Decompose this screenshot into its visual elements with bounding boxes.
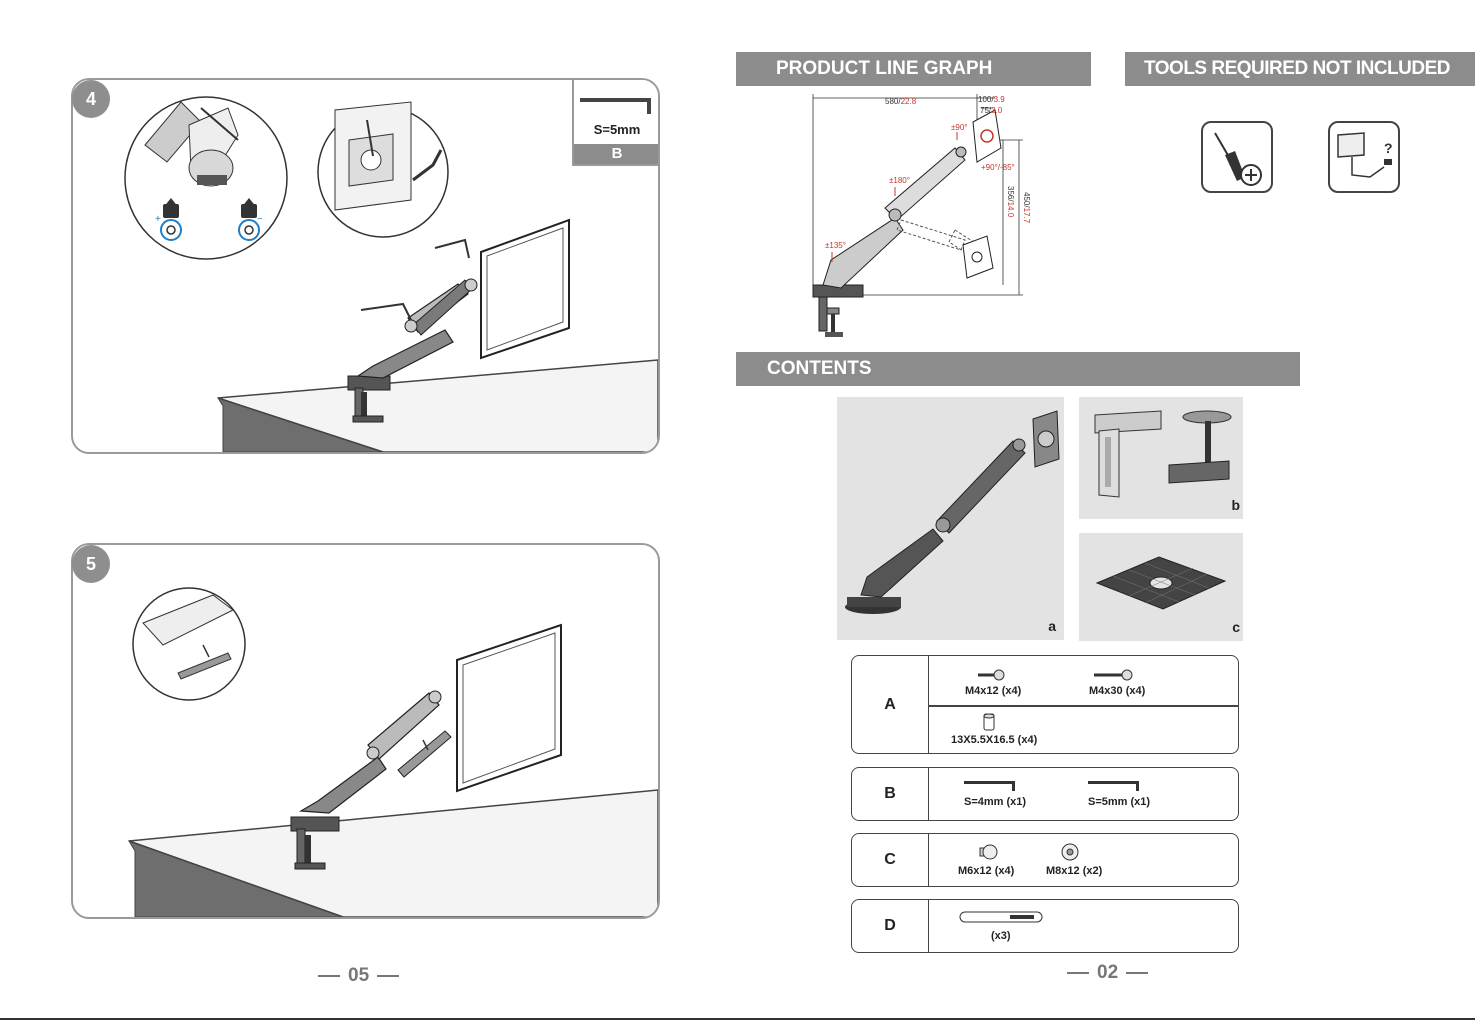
- cable-tie-icon: [958, 910, 1046, 924]
- rotation-90-label: ±90°: [951, 123, 968, 132]
- tool-size-label: S=5mm: [574, 122, 660, 137]
- page-number-dash: [1126, 972, 1148, 974]
- rotation-135-label: ±135°: [825, 241, 846, 250]
- spacer-icon: [982, 712, 996, 732]
- page-number-value: 05: [348, 965, 369, 987]
- screw-m6x12-icon: [978, 842, 998, 862]
- page-bottom-rule: [0, 1018, 1475, 1020]
- hardware-item-label: S=5mm (x1): [1088, 796, 1150, 808]
- section-title: TOOLS REQUIRED NOT INCLUDED: [1144, 58, 1450, 80]
- hardware-row-a: A M4x12 (x4) M4x30 (x4) 13X5.5X16.5 (x4): [851, 655, 1239, 754]
- step-number-badge: 4: [72, 80, 110, 118]
- product-dimension-drawing: 580/22.8 100/3.9 75/3.0 ±90° ±180° ±135°…: [805, 90, 1045, 352]
- hardware-item-label: M4x12 (x4): [965, 685, 1021, 697]
- svg-text:?: ?: [1384, 140, 1393, 156]
- width-dimension: 580/22.8: [885, 97, 917, 106]
- screw-m4x30-icon: [1092, 668, 1134, 682]
- hardware-item-label: S=4mm (x1): [964, 796, 1026, 808]
- part-label: a: [1048, 618, 1056, 634]
- optional-tool-box: ?: [1328, 121, 1400, 193]
- hardware-item-label: 13X5.5X16.5 (x4): [951, 734, 1037, 746]
- svg-text:+: +: [155, 214, 161, 225]
- screw-m4x12-icon: [976, 668, 1006, 682]
- hardware-item-label: M6x12 (x4): [958, 865, 1014, 877]
- step-4-panel: + − S=5mm B: [71, 78, 660, 454]
- step-5-illustration: [73, 545, 658, 917]
- height-356-dimension: 356/14.0: [1006, 186, 1015, 218]
- section-title: PRODUCT LINE GRAPH: [776, 58, 992, 80]
- base-pad-image: [1079, 533, 1243, 641]
- step-5-panel: [71, 543, 660, 919]
- height-450-dimension: 450/17.7: [1022, 192, 1031, 224]
- page-number-right: 02: [1067, 962, 1148, 984]
- screwdriver-tool-box: [1201, 121, 1273, 193]
- hardware-row-b: B S=4mm (x1) S=5mm (x1): [851, 767, 1239, 821]
- part-label: c: [1232, 619, 1240, 635]
- page-number-dash: [377, 975, 399, 977]
- allen-key-5mm-icon: [1086, 778, 1142, 792]
- hardware-letter: D: [852, 900, 929, 952]
- hardware-item-label: M4x30 (x4): [1089, 685, 1145, 697]
- hardware-item-label: M8x12 (x2): [1046, 865, 1102, 877]
- screw-m8x12-icon: [1060, 842, 1080, 862]
- part-b-tile: b: [1079, 397, 1243, 519]
- hardware-letter: C: [852, 834, 929, 886]
- hardware-item-label: (x3): [991, 930, 1011, 942]
- row-divider: [928, 705, 1238, 707]
- allen-key-4mm-icon: [962, 778, 1018, 792]
- part-label: b: [1231, 497, 1240, 513]
- tilt-label: +90°/-85°: [981, 163, 1015, 172]
- phillips-screwdriver-icon: [1203, 123, 1271, 191]
- tool-letter-label: B: [574, 144, 660, 164]
- vesa-top-dimension: 100/3.9: [978, 95, 1005, 104]
- step-number-badge: 5: [72, 545, 110, 583]
- svg-text:−: −: [257, 214, 263, 225]
- part-a-tile: a: [837, 397, 1064, 640]
- page-number-left: 05: [318, 965, 399, 987]
- hardware-row-d: D (x3): [851, 899, 1239, 953]
- page-number-dash: [1067, 972, 1089, 974]
- page-number-value: 02: [1097, 962, 1118, 984]
- part-c-tile: c: [1079, 533, 1243, 641]
- tools-required-header: TOOLS REQUIRED NOT INCLUDED: [1125, 52, 1475, 86]
- vesa-bottom-dimension: 75/3.0: [980, 106, 1003, 115]
- hardware-letter: B: [852, 768, 929, 820]
- hardware-row-c: C M6x12 (x4) M8x12 (x2): [851, 833, 1239, 887]
- monitor-question-icon: ?: [1330, 123, 1398, 191]
- contents-header: CONTENTS: [736, 352, 1300, 386]
- hardware-letter: A: [852, 656, 929, 753]
- rotation-180-label: ±180°: [889, 176, 910, 185]
- product-line-graph-header: PRODUCT LINE GRAPH: [736, 52, 1091, 86]
- clamp-parts-image: [1079, 397, 1243, 519]
- tool-indicator-box: S=5mm B: [572, 80, 660, 166]
- page-number-dash: [318, 975, 340, 977]
- section-title: CONTENTS: [767, 358, 872, 380]
- step-4-illustration: + −: [73, 80, 658, 452]
- monitor-arm-image: [837, 397, 1064, 640]
